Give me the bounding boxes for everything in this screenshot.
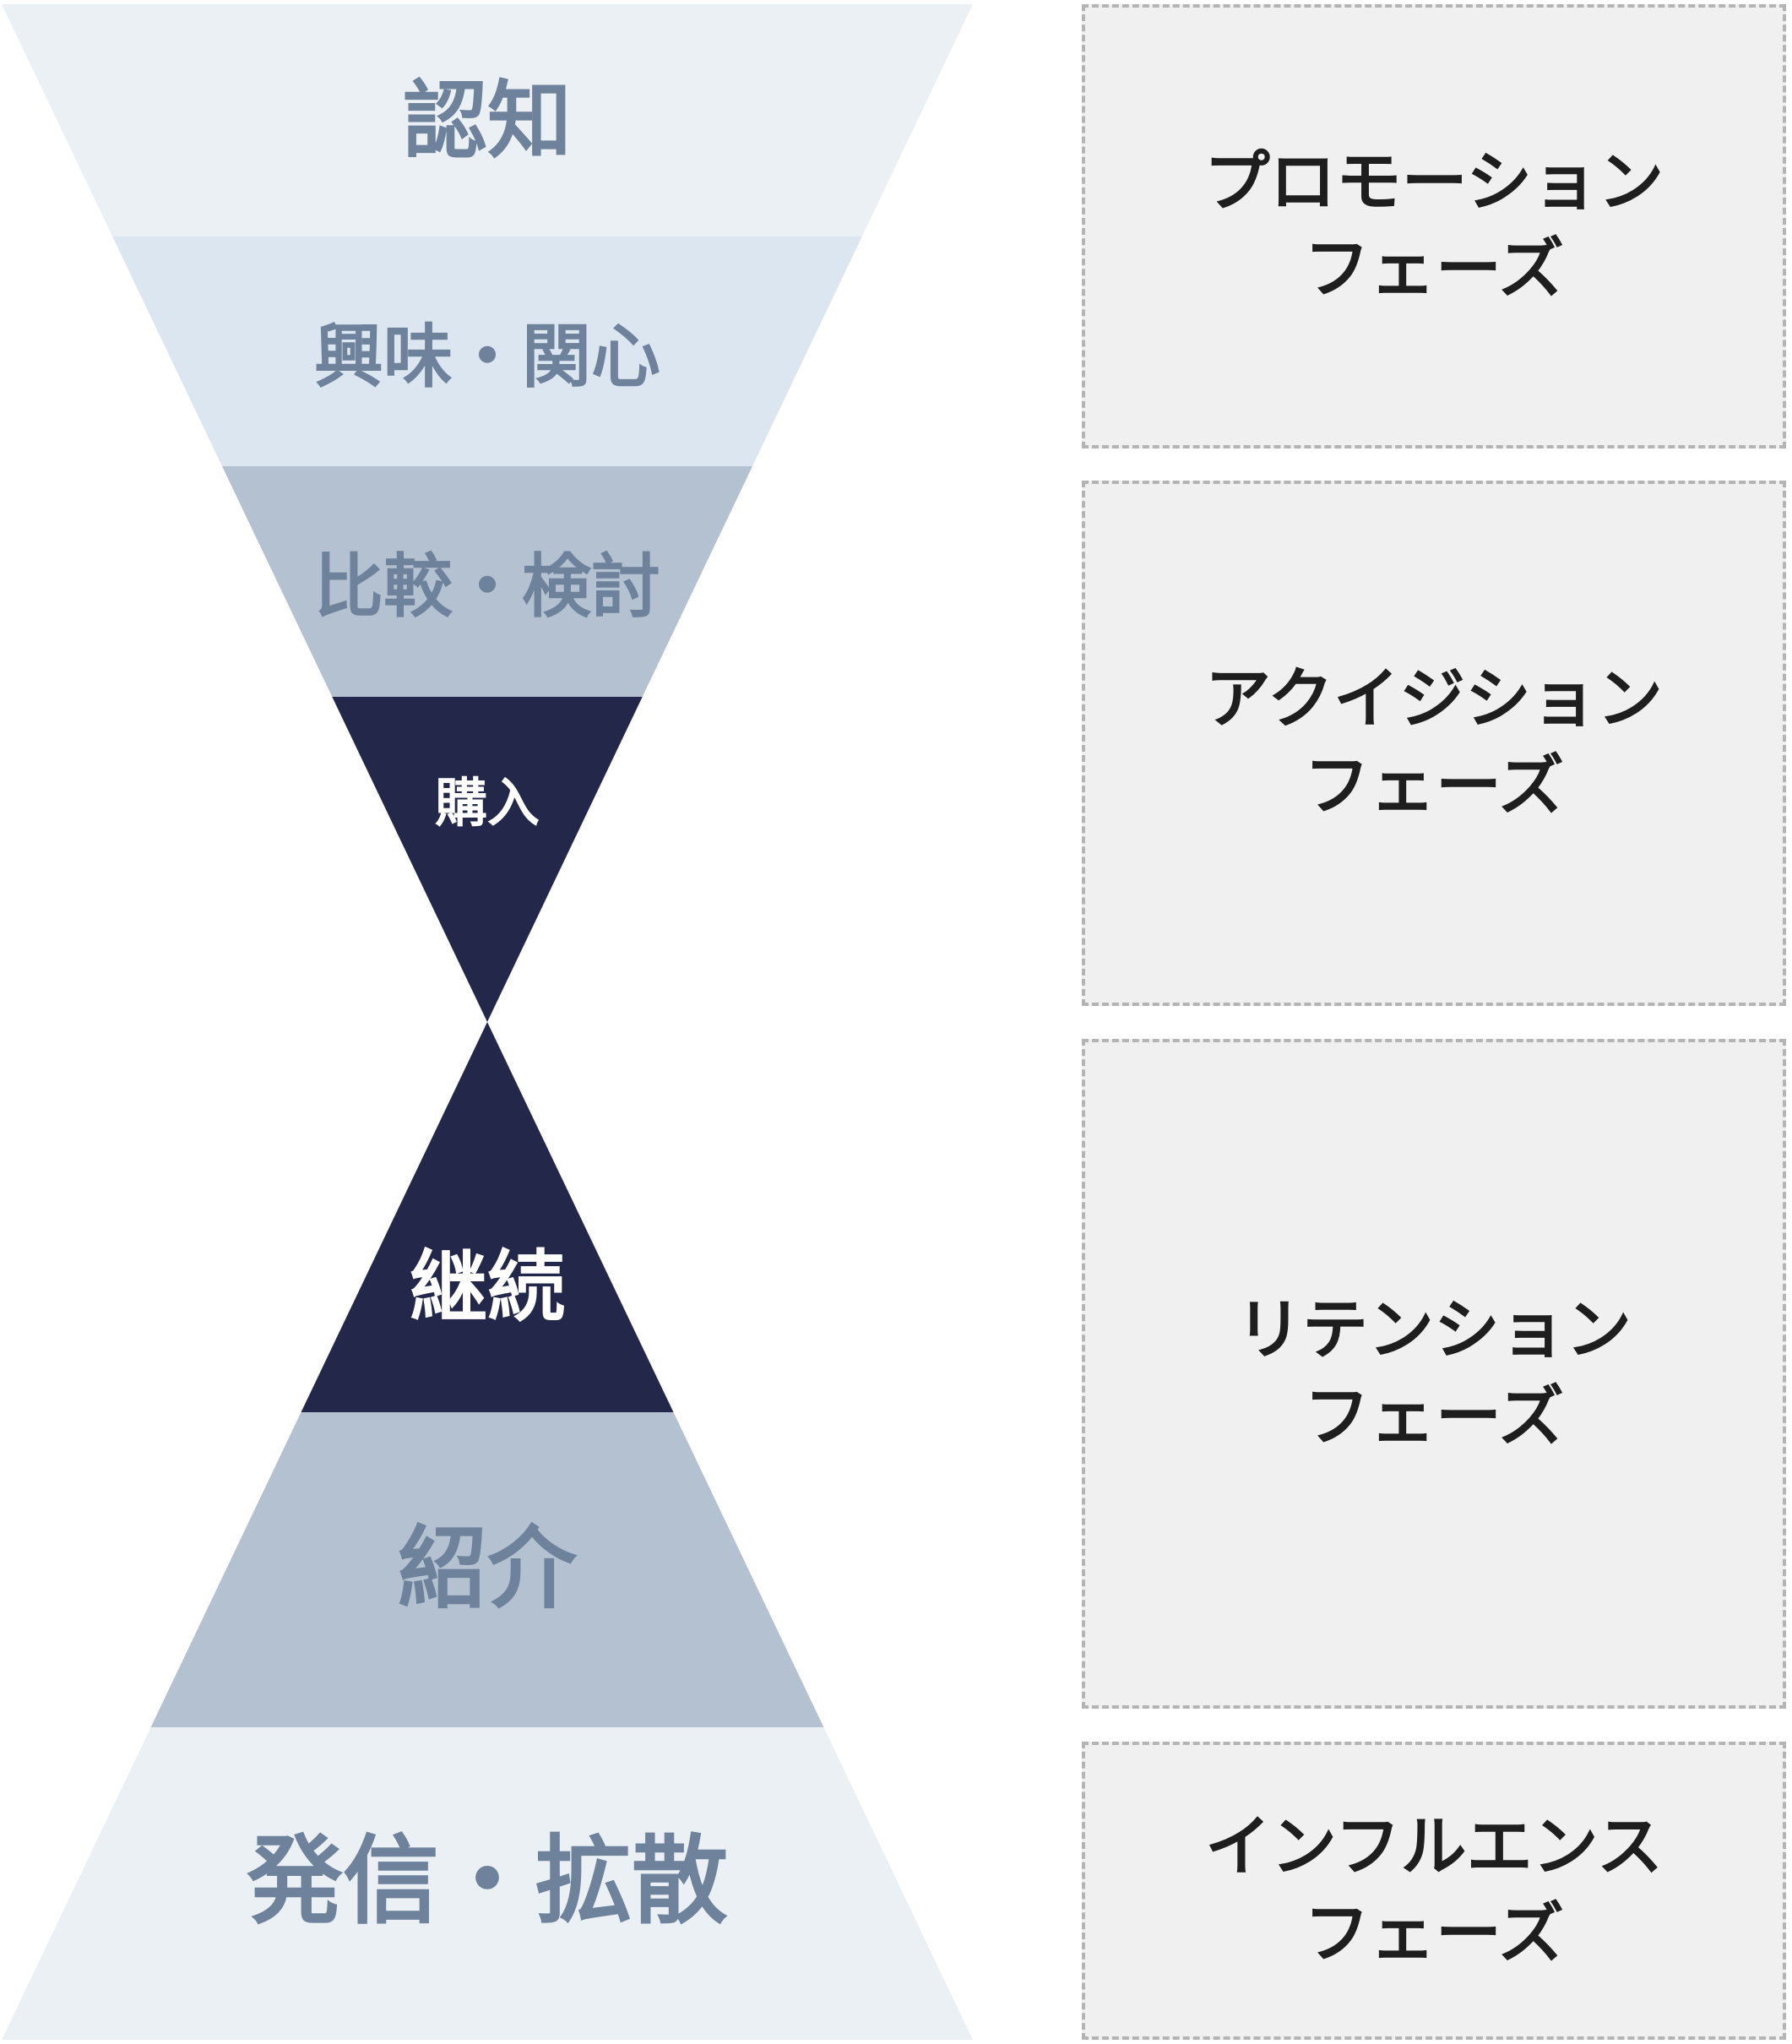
funnel-band-interest [112, 236, 862, 466]
funnel-label-purchase: 購入 [435, 772, 540, 834]
phase-retention-line2: フェーズ [1303, 1378, 1565, 1455]
funnel-label-comparison: 比較・検討 [314, 546, 660, 627]
funnel-band-awareness [2, 4, 973, 236]
phase-box-promotion: プロモーション フェーズ [1082, 4, 1786, 448]
funnel-label-continuation: 継続 [410, 1242, 565, 1332]
phase-promotion-line1: プロモーション [1203, 144, 1664, 221]
phase-acquisition-line2: フェーズ [1303, 748, 1565, 824]
phase-influence-line1: インフルエンス [1204, 1808, 1664, 1885]
funnel-label-awareness: 認知 [403, 71, 572, 170]
funnel-label-referral: 紹介 [398, 1517, 578, 1621]
funnel-label-interest: 興味・関心 [314, 317, 660, 397]
phase-box-influence: インフルエンス フェーズ [1082, 1742, 1786, 2040]
funnel-band-purchase [332, 697, 643, 1022]
phase-influence-line2: フェーズ [1303, 1895, 1565, 1972]
phase-retention-line1: リテンション [1235, 1291, 1632, 1368]
funnel-band-continuation [301, 1022, 674, 1412]
funnel-band-referral [150, 1412, 824, 1727]
funnel-band-sharing [2, 1727, 973, 2040]
funnel-label-sharing: 発信・拡散 [247, 1824, 728, 1937]
phase-promotion-line2: フェーズ [1303, 231, 1565, 307]
funnel-band-comparison [222, 466, 752, 697]
phase-acquisition-line1: アクイジション [1204, 661, 1664, 738]
phase-box-retention: リテンション フェーズ [1082, 1039, 1786, 1709]
phase-box-acquisition: アクイジション フェーズ [1082, 481, 1786, 1006]
